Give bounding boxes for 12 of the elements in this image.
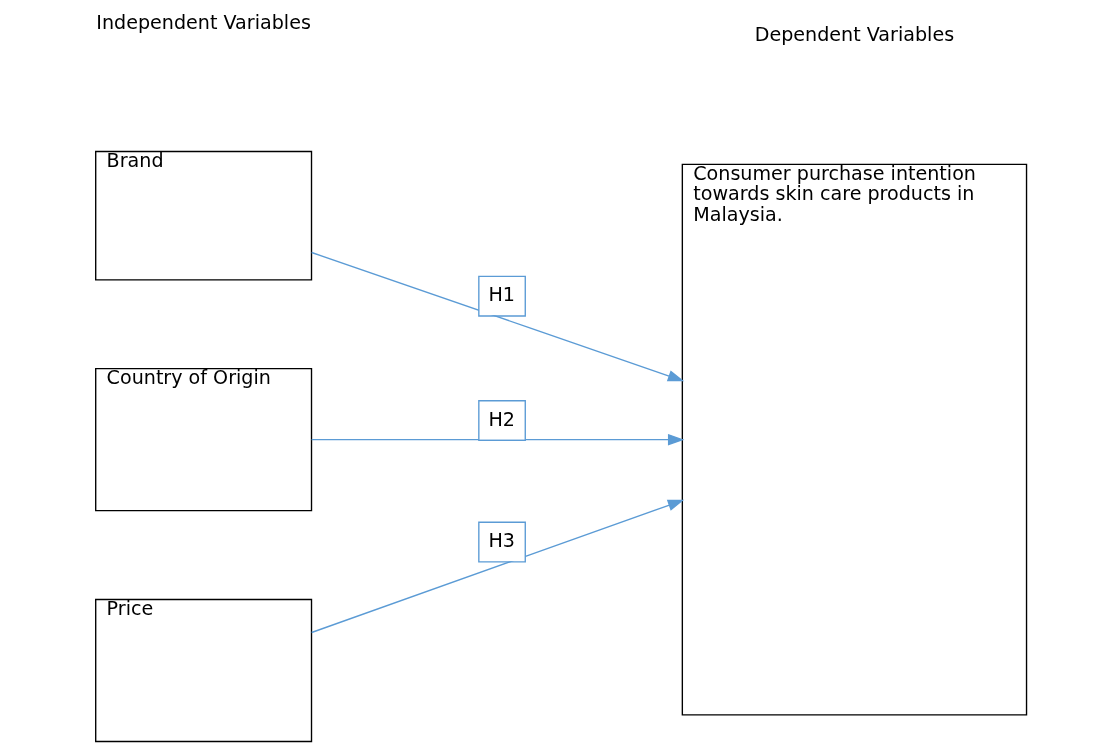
arrow (310, 251, 685, 382)
arrow (310, 499, 685, 634)
node-box: Consumer purchase intention towards skin care products in Malaysia. (681, 163, 1028, 716)
node-box: Price (95, 598, 313, 743)
edge-label: H2 (488, 407, 515, 431)
node-box: Country of Origin (95, 367, 313, 512)
edge-label: H1 (488, 283, 515, 307)
edge-label: H3 (488, 529, 515, 553)
label: Dependent Variables (754, 23, 955, 47)
arrow (310, 433, 685, 446)
node-box: Brand (95, 150, 313, 281)
label: Independent Variables (96, 10, 311, 34)
